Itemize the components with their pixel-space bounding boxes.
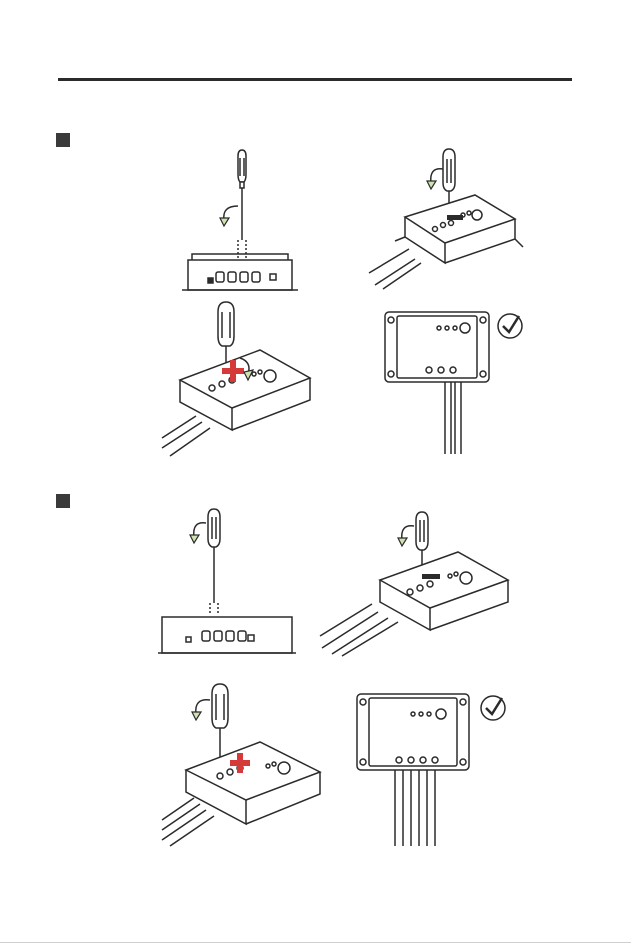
footer-rule bbox=[0, 942, 631, 943]
header-rule bbox=[58, 78, 572, 81]
s1-step1-illustration bbox=[180, 148, 300, 296]
s2-step4-illustration bbox=[355, 690, 520, 848]
s2-step2-illustration bbox=[318, 508, 523, 658]
s1-step4-illustration bbox=[383, 308, 528, 456]
s2-step3-illustration bbox=[160, 680, 335, 850]
section-1-marker bbox=[56, 133, 70, 147]
s1-step2-illustration bbox=[365, 145, 530, 293]
s1-step3-illustration bbox=[160, 298, 325, 458]
section-2-marker bbox=[56, 494, 70, 508]
s2-step1-illustration bbox=[158, 505, 298, 660]
